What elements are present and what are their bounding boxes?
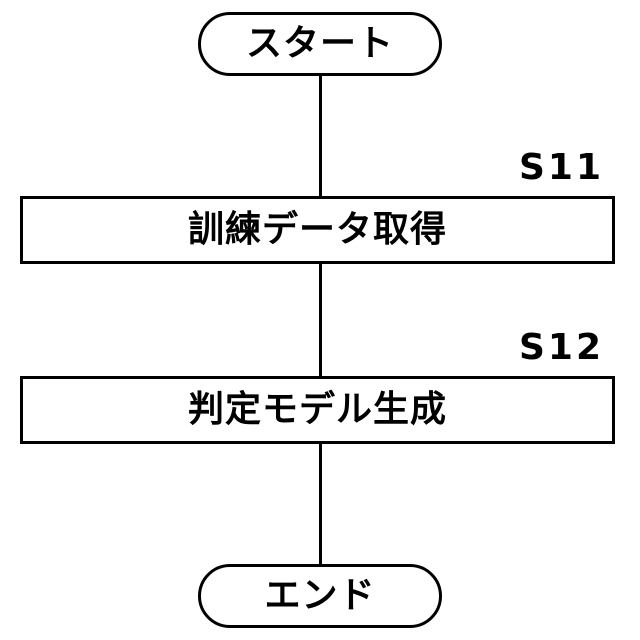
step-id-s12: S12 [519, 330, 604, 366]
start-label: スタート [246, 26, 394, 62]
process-label-s11: 訓練データ取得 [188, 212, 447, 248]
connector-s11-to-s12 [319, 264, 322, 376]
process-label-s12: 判定モデル生成 [188, 392, 447, 428]
end-terminal: エンド [198, 564, 442, 628]
process-step-s12: 判定モデル生成 [20, 376, 615, 444]
connector-start-to-s11 [319, 76, 322, 196]
end-label: エンド [264, 578, 375, 614]
step-id-s11: S11 [519, 150, 604, 186]
start-terminal: スタート [198, 12, 442, 76]
process-step-s11: 訓練データ取得 [20, 196, 615, 264]
connector-s12-to-end [319, 444, 322, 564]
